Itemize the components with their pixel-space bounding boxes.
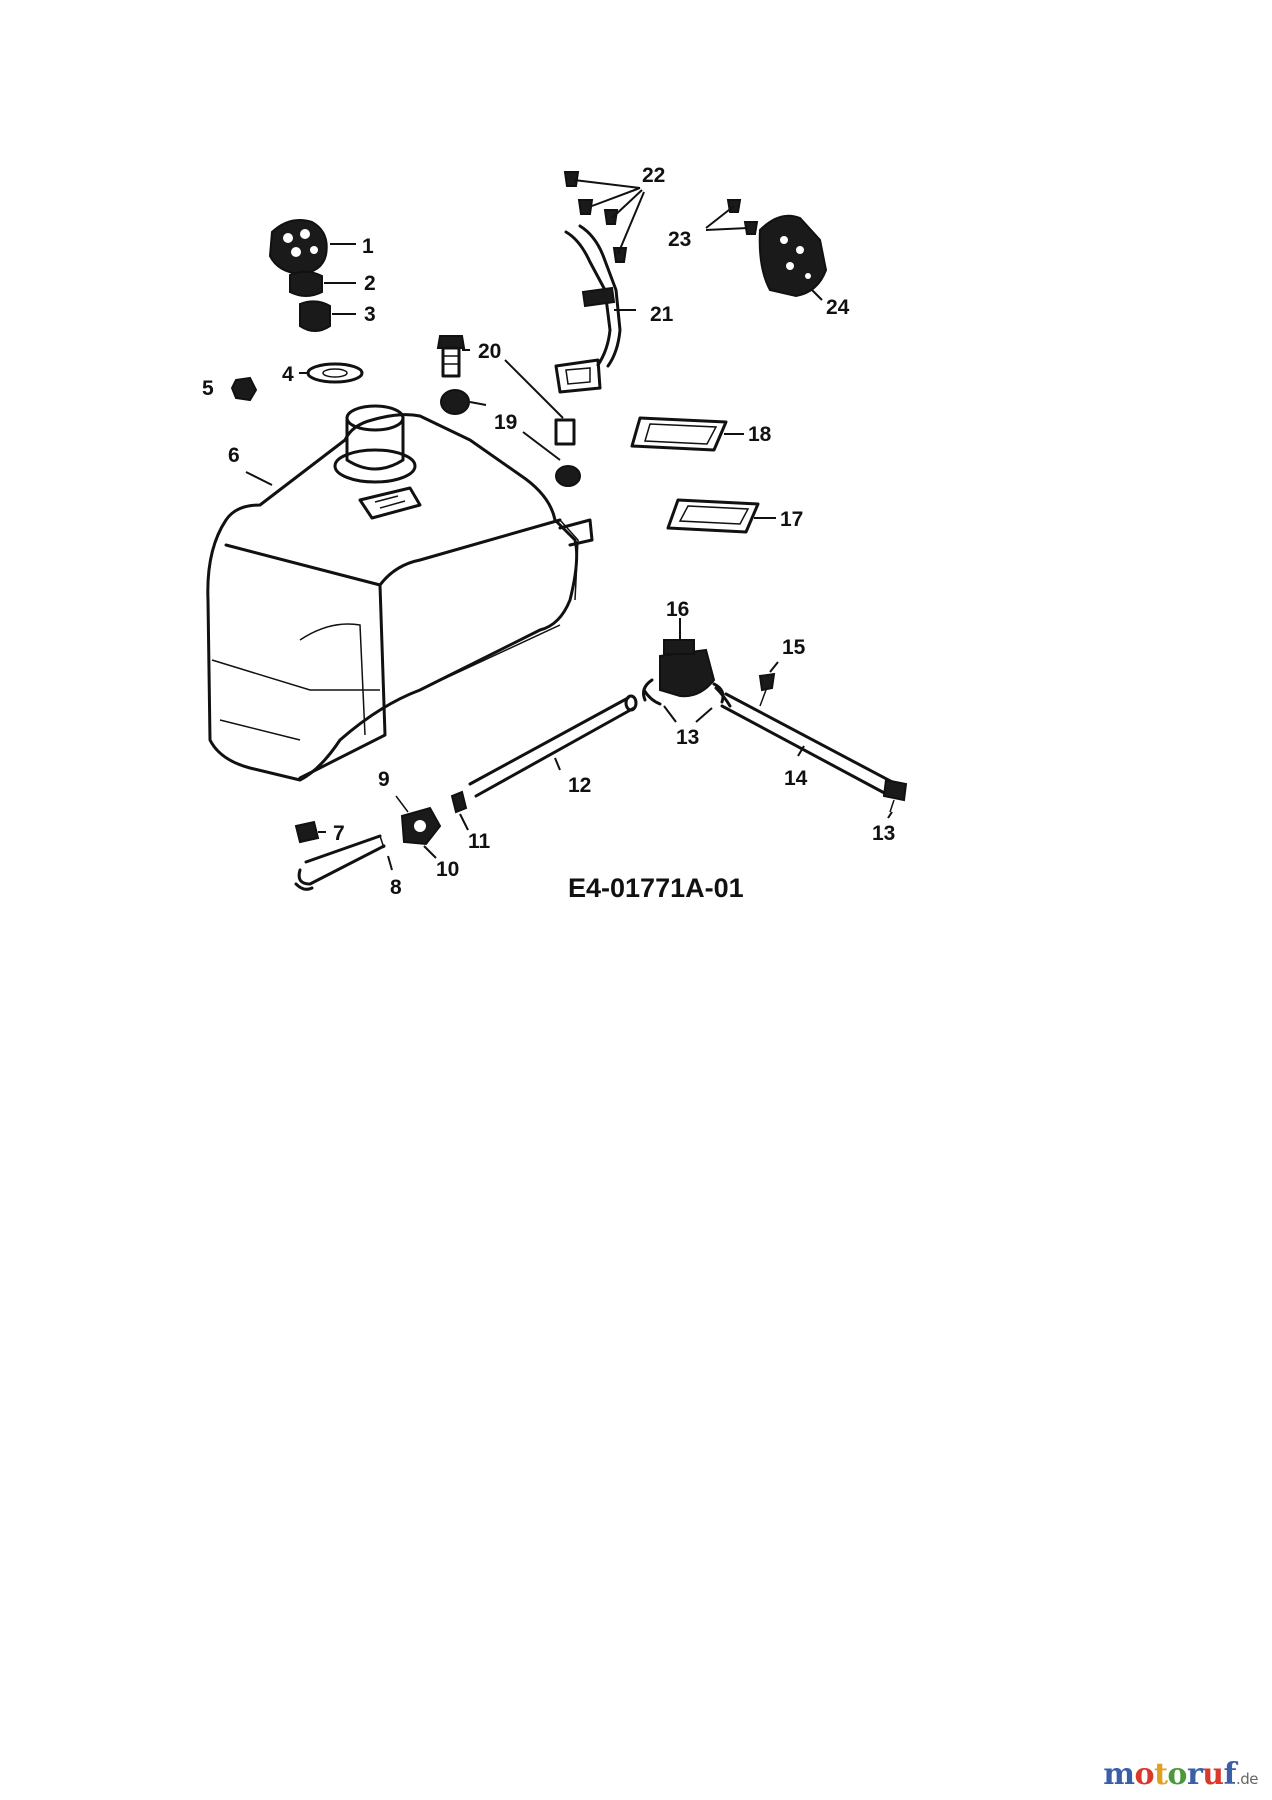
elbow-tube xyxy=(294,834,386,891)
gasket-ring xyxy=(306,362,364,384)
mounting-bolt xyxy=(436,335,466,378)
callout-13a: 13 xyxy=(676,726,699,749)
callout-13b: 13 xyxy=(872,822,895,845)
callout-14: 14 xyxy=(784,767,808,790)
callout-24: 24 xyxy=(826,296,850,319)
shutoff-valve xyxy=(395,795,442,846)
logo-letter: r xyxy=(1186,1757,1203,1792)
gasket-plate-18 xyxy=(630,416,728,452)
logo-letter: f xyxy=(1223,1757,1237,1792)
fuel-hose-12 xyxy=(468,694,638,798)
callout-19: 19 xyxy=(494,411,517,434)
screw-23b xyxy=(743,221,759,235)
fuel-valve xyxy=(642,639,725,704)
logo-letter: o xyxy=(1167,1757,1187,1792)
callout-8: 8 xyxy=(390,876,402,899)
control-unit xyxy=(758,214,828,298)
motoruf-logo: motoruf.de xyxy=(1103,1757,1258,1792)
tank-bracket xyxy=(554,224,622,394)
fuel-tank xyxy=(206,404,594,782)
callout-9: 9 xyxy=(378,768,390,791)
callout-4: 4 xyxy=(282,363,294,386)
fuel-hose-14 xyxy=(720,692,908,813)
callout-10: 10 xyxy=(436,858,459,881)
callout-5: 5 xyxy=(202,377,214,400)
clip-11 xyxy=(450,790,468,814)
callout-21: 21 xyxy=(650,303,674,326)
hose-clamp xyxy=(642,688,662,706)
callout-3: 3 xyxy=(364,303,376,326)
callout-12: 12 xyxy=(568,774,591,797)
callout-16: 16 xyxy=(666,598,689,621)
logo-letter: o xyxy=(1134,1757,1155,1792)
diagram-code: E4-01771A-01 xyxy=(568,873,744,903)
callout-6: 6 xyxy=(228,444,240,467)
grommet xyxy=(440,389,470,415)
small-fitting xyxy=(230,376,258,402)
logo-letter: t xyxy=(1154,1757,1168,1792)
callout-7: 7 xyxy=(333,822,345,845)
callout-18: 18 xyxy=(748,423,772,446)
callout-22: 22 xyxy=(642,164,665,187)
callout-2: 2 xyxy=(364,272,376,295)
grommet-lower xyxy=(554,418,581,487)
logo-tld: .de xyxy=(1235,1770,1259,1788)
fitting-7 xyxy=(294,820,320,844)
fuel-cap-assembly xyxy=(268,219,331,332)
screws xyxy=(563,171,628,263)
callout-1: 1 xyxy=(362,235,374,258)
callout-11: 11 xyxy=(468,830,491,853)
callout-20: 20 xyxy=(478,340,501,363)
callout-17: 17 xyxy=(780,508,803,531)
gasket-plate-17 xyxy=(666,498,760,534)
callout-23: 23 xyxy=(668,228,691,251)
callout-15: 15 xyxy=(782,636,806,659)
logo-letter: m xyxy=(1103,1757,1135,1792)
logo-letter: u xyxy=(1202,1757,1224,1792)
screw-15 xyxy=(758,672,776,692)
